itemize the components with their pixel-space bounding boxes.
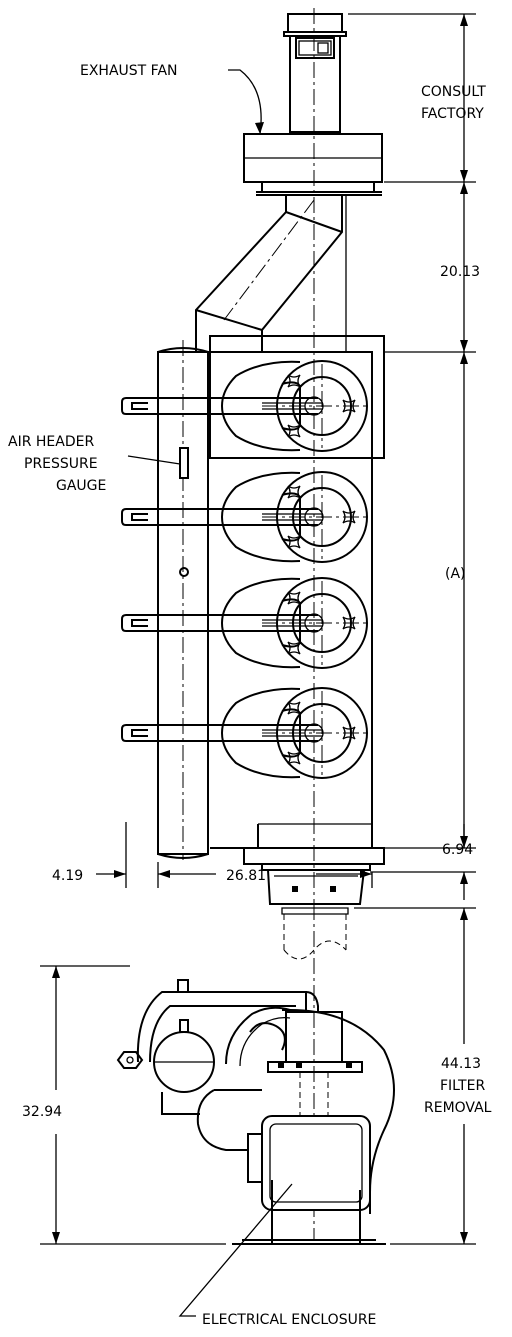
dim-a: (A) (445, 566, 466, 582)
air-header-label-line-3: GAUGE (56, 478, 106, 494)
consult-label-line-2: FACTORY (421, 106, 484, 122)
dim-20-13: 20.13 (440, 264, 480, 280)
dim-44-13: 44.13 (441, 1056, 481, 1072)
dim-32-94: 32.94 (22, 1104, 62, 1120)
electrical-enclosure-label: ELECTRICAL ENCLOSURE (202, 1312, 376, 1328)
consult-label-line-1: CONSULT (421, 84, 486, 100)
dimension-lines-bottom (40, 907, 476, 1317)
dim-26-81: 26.81 (226, 868, 266, 884)
filter-removal-line-1: FILTER (440, 1078, 485, 1094)
air-header-gauge (179, 447, 189, 577)
dimension-lines-top (96, 13, 476, 900)
air-header-label-line-2: PRESSURE (24, 456, 98, 472)
labels-bottom: 44.13 FILTER REMOVAL 32.94 ELECTRICAL EN… (22, 1056, 492, 1328)
exhaust-fan-assembly (243, 13, 383, 196)
dim-4-19: 4.19 (52, 868, 83, 884)
air-header-label-line-1: AIR HEADER (8, 434, 94, 450)
blower-housing-front (116, 979, 395, 1245)
filter-removal-line-2: REMOVAL (424, 1100, 492, 1116)
exhaust-duct (195, 195, 347, 352)
labels-top: EXHAUST FAN CONSULT FACTORY 20.13 AIR HE… (8, 63, 486, 884)
exhaust-fan-label: EXHAUST FAN (80, 63, 178, 79)
collector-housing (157, 8, 385, 912)
dim-6-94: 6.94 (442, 842, 473, 858)
